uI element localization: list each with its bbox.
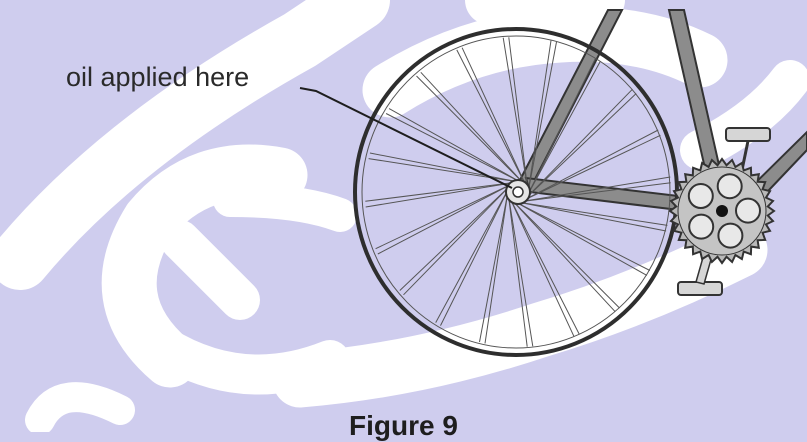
figure-caption: Figure 9 [0, 410, 807, 442]
chainring [670, 159, 774, 263]
oil-label: oil applied here [66, 62, 249, 93]
